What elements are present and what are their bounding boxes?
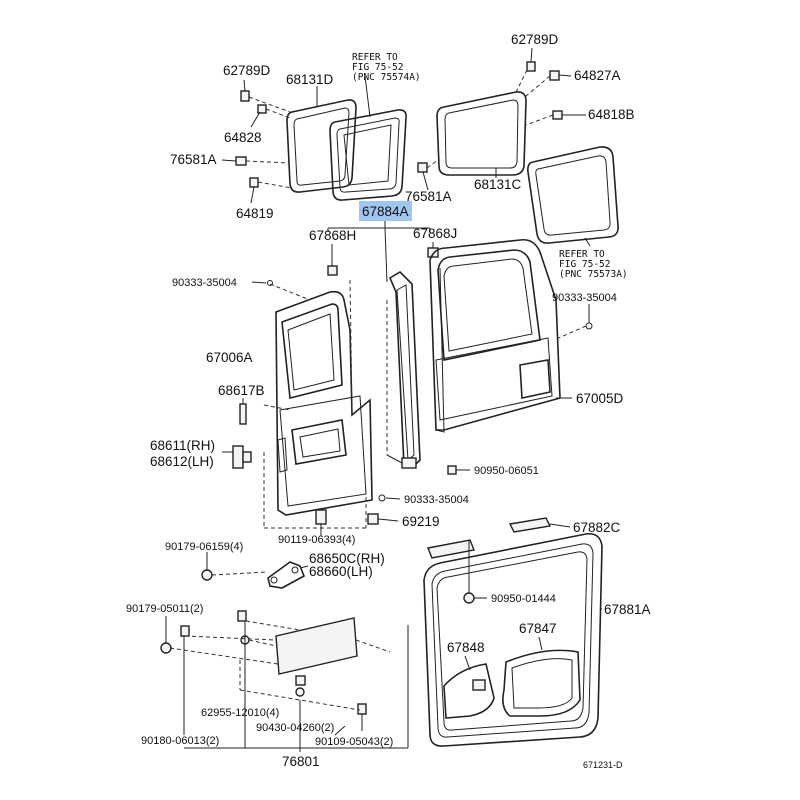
label-64827A: 64827A xyxy=(574,68,621,83)
fastener-90333-left[interactable] xyxy=(267,280,273,286)
label-90179-05011: 90179-05011(2) xyxy=(126,603,203,615)
label-68660: 68660(LH) xyxy=(309,564,373,579)
fastener-90333-right[interactable] xyxy=(585,322,593,330)
hinge-68617B[interactable] xyxy=(239,403,247,425)
refer-right-line1: REFER TO xyxy=(559,249,605,260)
clip-62789D-right[interactable] xyxy=(526,61,536,72)
bumper-69219[interactable] xyxy=(367,513,379,525)
highlight-box-67884A xyxy=(359,201,412,221)
check-68650C-68660[interactable] xyxy=(267,561,306,589)
bolt-90430[interactable] xyxy=(295,687,305,697)
fastener-90950-01444[interactable] xyxy=(463,592,475,604)
label-68617B: 68617B xyxy=(218,383,265,398)
figure-code: 671231-D xyxy=(583,760,623,770)
right-window-glass[interactable] xyxy=(436,91,527,176)
label-67848: 67848 xyxy=(447,640,485,655)
label-69219: 69219 xyxy=(402,514,440,529)
label-67005D: 67005D xyxy=(576,391,624,406)
fastener-90950-06051[interactable] xyxy=(447,465,457,475)
label-90179-06159: 90179-06159(4) xyxy=(165,541,243,553)
label-68131C: 68131C xyxy=(474,177,522,192)
clip-67868J[interactable] xyxy=(427,247,439,258)
bolt-90119[interactable] xyxy=(315,509,327,525)
label-67881A: 67881A xyxy=(604,602,651,617)
cover-67847[interactable] xyxy=(502,649,581,717)
label-67882C: 67882C xyxy=(573,520,621,535)
label-90333-right: 90333-35004 xyxy=(552,292,617,304)
weatherstrip-67882C[interactable] xyxy=(427,517,552,559)
label-90950-06051: 90950-06051 xyxy=(474,465,539,477)
label-76801: 76801 xyxy=(282,754,320,769)
clip-76581A-left[interactable] xyxy=(235,156,247,166)
clip-64818B[interactable] xyxy=(552,110,563,120)
label-64818B: 64818B xyxy=(588,107,635,122)
refer-top-line1: REFER TO xyxy=(352,52,398,63)
clip-76581A-mid[interactable] xyxy=(417,162,428,173)
clip-upper-mid[interactable] xyxy=(237,610,247,622)
clip-64819[interactable] xyxy=(249,177,259,188)
label-67868J: 67868J xyxy=(413,226,457,241)
label-68612: 68612(LH) xyxy=(150,454,214,469)
label-90119: 90119-06393(4) xyxy=(278,534,355,546)
door-seal-67881A[interactable] xyxy=(423,532,603,747)
label-90950-01444: 90950-01444 xyxy=(491,593,556,605)
back-door-panel-right[interactable] xyxy=(429,238,561,433)
label-67868H: 67868H xyxy=(309,228,356,243)
label-90430: 90430-04260(2) xyxy=(256,722,334,734)
label-64819: 64819 xyxy=(236,206,274,221)
weatherstrip-67884A[interactable] xyxy=(388,270,421,469)
screw-90109[interactable] xyxy=(357,703,367,715)
label-62789D-right: 62789D xyxy=(511,32,559,47)
hinge-68611-68612[interactable] xyxy=(232,445,252,469)
bolt-90179-06159[interactable] xyxy=(201,569,213,581)
label-67884A: 67884A xyxy=(362,204,409,219)
label-67006A: 67006A xyxy=(206,350,253,365)
label-62789D-left: 62789D xyxy=(223,63,271,78)
label-90180: 90180-06013(2) xyxy=(141,735,219,747)
cover-67848[interactable] xyxy=(443,663,495,719)
back-door-panel-left[interactable] xyxy=(275,290,373,516)
label-68131D: 68131D xyxy=(286,72,334,87)
clip-67868H[interactable] xyxy=(327,265,338,276)
label-62955: 62955-12010(4) xyxy=(201,707,279,719)
clip-upper-left[interactable] xyxy=(180,625,190,637)
fastener-90333-mid[interactable] xyxy=(378,494,386,502)
clip-62789D-left[interactable] xyxy=(240,90,250,102)
label-90333-mid: 90333-35004 xyxy=(404,494,469,506)
label-90109: 90109-05043(2) xyxy=(315,736,393,748)
clip-64828[interactable] xyxy=(257,104,267,114)
label-76581A-mid: 76581A xyxy=(405,189,452,204)
left-window-weatherstrip[interactable] xyxy=(329,109,407,201)
refer-right-line3: (PNC 75573A) xyxy=(559,269,628,280)
garnish-76801[interactable] xyxy=(275,617,358,675)
part-labels: 62789D 68131D 64828 76581A 64819 REFER T… xyxy=(126,32,651,770)
refer-top-line3: (PNC 75574A) xyxy=(352,72,421,83)
right-window-weatherstrip[interactable] xyxy=(527,146,619,244)
left-window-glass[interactable] xyxy=(286,99,357,193)
bolt-90179-05011[interactable] xyxy=(160,642,172,654)
label-76581A-left: 76581A xyxy=(170,152,217,167)
label-68611: 68611(RH) xyxy=(150,438,215,453)
label-90333-left: 90333-35004 xyxy=(172,277,237,289)
refer-right-line2: FIG 75-52 xyxy=(559,259,610,270)
refer-top-line2: FIG 75-52 xyxy=(352,62,403,73)
clip-64827A[interactable] xyxy=(549,70,560,81)
label-64828: 64828 xyxy=(224,130,262,145)
clip-62955[interactable] xyxy=(295,675,306,686)
label-68650C: 68650C(RH) xyxy=(309,551,385,566)
label-67847: 67847 xyxy=(519,621,557,636)
